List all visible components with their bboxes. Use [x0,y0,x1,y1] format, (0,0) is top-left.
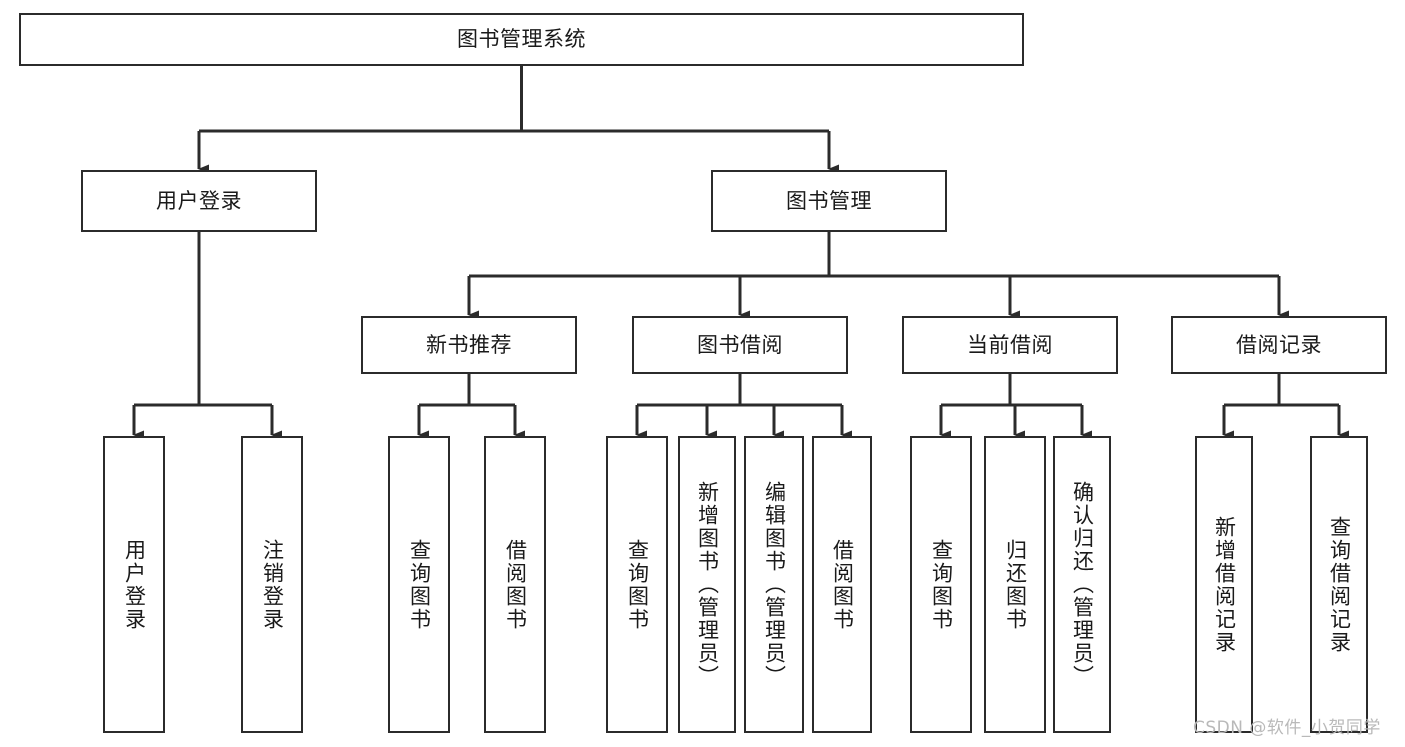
node-label: 归还图书 [1003,538,1028,631]
node-label: 注销登录 [260,538,285,631]
node-label: 新增借阅记录 [1212,515,1237,654]
node-l-bbook2[interactable]: 借阅图书 [812,436,872,733]
node-l-bbook1[interactable]: 借阅图书 [484,436,546,733]
node-label: 当前借阅 [967,332,1053,357]
node-current[interactable]: 当前借阅 [902,316,1118,374]
node-root[interactable]: 图书管理系统 [19,13,1024,66]
node-newbook[interactable]: 新书推荐 [361,316,577,374]
node-l-login[interactable]: 用户登录 [103,436,165,733]
node-label: 借阅记录 [1236,332,1322,357]
node-label: 确认归还（管理员） [1070,481,1095,688]
node-l-qbook3[interactable]: 查询图书 [910,436,972,733]
node-records[interactable]: 借阅记录 [1171,316,1387,374]
node-l-qbook2[interactable]: 查询图书 [606,436,668,733]
node-bookmgmt[interactable]: 图书管理 [711,170,947,232]
node-label: 用户登录 [122,538,147,631]
watermark: CSDN @软件_小贺同学 [1193,718,1381,738]
node-label: 借阅图书 [503,538,528,631]
node-label: 图书管理系统 [457,27,586,52]
node-label: 查询借阅记录 [1327,515,1352,654]
node-l-editbook[interactable]: 编辑图书（管理员） [744,436,804,733]
node-l-qbook1[interactable]: 查询图书 [388,436,450,733]
node-label: 新书推荐 [426,332,512,357]
node-l-confirm[interactable]: 确认归还（管理员） [1053,436,1111,733]
node-label: 新增图书（管理员） [695,481,720,688]
node-l-logout[interactable]: 注销登录 [241,436,303,733]
node-l-return[interactable]: 归还图书 [984,436,1046,733]
node-label: 编辑图书（管理员） [762,481,787,688]
node-l-addrec[interactable]: 新增借阅记录 [1195,436,1253,733]
node-label: 查询图书 [407,538,432,631]
node-label: 借阅图书 [830,538,855,631]
node-l-qrec[interactable]: 查询借阅记录 [1310,436,1368,733]
node-label: 图书管理 [786,188,872,213]
node-borrow[interactable]: 图书借阅 [632,316,848,374]
node-login[interactable]: 用户登录 [81,170,317,232]
edge-paths [132,66,1349,440]
node-label: 图书借阅 [697,332,783,357]
node-l-addbook[interactable]: 新增图书（管理员） [678,436,736,733]
node-label: 查询图书 [625,538,650,631]
node-label: 查询图书 [929,538,954,631]
node-label: 用户登录 [156,188,242,213]
